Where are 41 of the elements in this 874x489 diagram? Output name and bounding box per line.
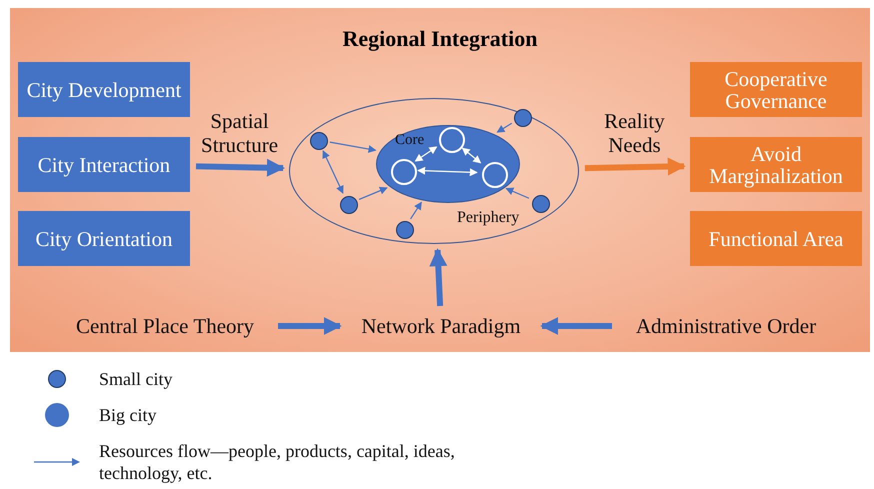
concept-box: City Interaction — [18, 137, 190, 192]
resource-flow-arrow — [410, 202, 422, 220]
edge-label: Spatial Structure — [200, 109, 280, 158]
theory-text: Administrative Order — [618, 312, 834, 340]
outcome-box: Cooperative Governance — [690, 62, 862, 117]
concept-box: City Development — [18, 62, 190, 117]
resource-flow-arrow — [330, 142, 376, 153]
outcome-box: Avoid Marginalization — [690, 137, 862, 192]
legend-label: Resources flow—people, products, capital, ideas, technology, etc. — [99, 440, 456, 484]
edge-label: Reality Needs — [603, 109, 666, 158]
resource-flow-arrow — [505, 188, 530, 199]
outcome-box: Functional Area — [690, 211, 862, 266]
small-city-circle — [514, 109, 532, 127]
flow-arrow — [196, 158, 285, 177]
big-city-circle — [391, 159, 417, 185]
resource-flow-arrow — [496, 122, 512, 133]
resource-flow-arrow — [417, 166, 478, 176]
resource-flow-arrow — [322, 150, 344, 194]
background-panel — [10, 8, 870, 352]
core-label: Core — [395, 132, 424, 149]
resource-flow-arrow — [358, 186, 388, 200]
diagram-heading: Regional Integration — [342, 26, 538, 52]
flow-arrow — [278, 317, 342, 335]
flow-arrow — [584, 158, 686, 176]
big-city-circle — [482, 162, 508, 188]
concept-box: City Orientation — [18, 211, 190, 266]
periphery-ellipse — [289, 98, 579, 244]
resource-flow-arrow — [414, 146, 438, 162]
flow-arrow — [429, 248, 448, 306]
theory-text: Network Paradigm — [346, 312, 536, 340]
small-city-circle — [396, 221, 414, 239]
resource-flow-arrow — [462, 148, 482, 164]
theory-text: Central Place Theory — [58, 312, 272, 340]
flow-arrow — [540, 317, 612, 335]
legend-label: Big city — [99, 404, 158, 426]
periphery-label: Periphery — [457, 209, 520, 227]
small-city-circle — [340, 196, 358, 214]
big-city-circle — [439, 127, 465, 153]
small-city-circle — [532, 195, 550, 213]
legend-label: Small city — [99, 368, 174, 390]
small-city-circle — [310, 132, 328, 150]
